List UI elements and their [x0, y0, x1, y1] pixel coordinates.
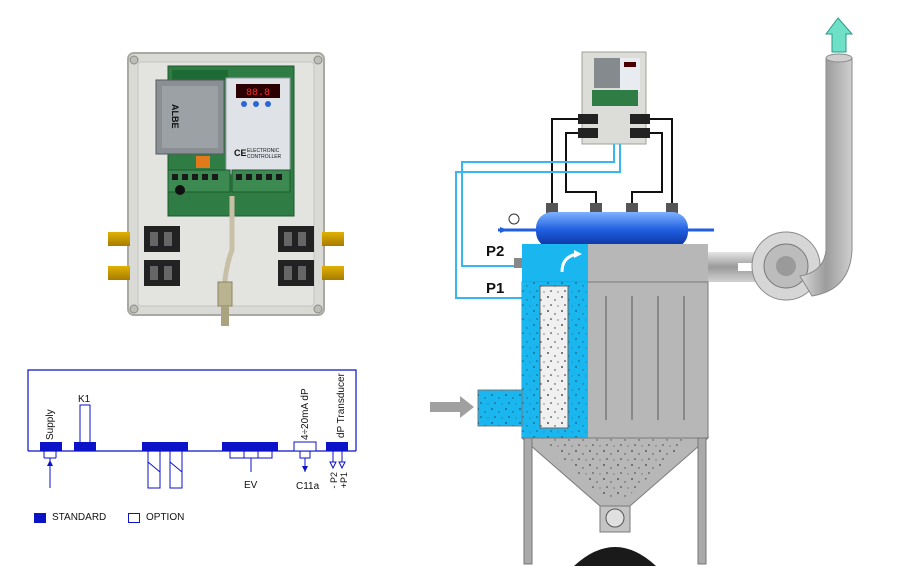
cable-gland-left-top — [108, 226, 180, 252]
cable-gland-right-top — [278, 226, 344, 252]
supply-label: Supply — [45, 409, 56, 440]
analog-label: 4÷20mA dP — [300, 388, 311, 440]
up-key-icon — [265, 101, 271, 107]
rotary-valve-icon — [605, 508, 625, 528]
p1-label: P1 — [486, 280, 504, 297]
transducer-label: dP Transducer — [336, 372, 347, 438]
air-manifold — [536, 212, 688, 248]
down-key-icon — [241, 101, 247, 107]
standard-label: STANDARD — [52, 512, 107, 523]
legend-standard: STANDARD — [34, 512, 106, 523]
legend-option: OPTION — [128, 512, 184, 523]
p2-minus-label: - P2 — [329, 472, 339, 489]
standard-swatch — [34, 512, 46, 523]
module-line2: CONTROLLER — [247, 154, 282, 160]
p1-plus-label: +P1 — [339, 472, 349, 488]
supply-terminal — [40, 442, 62, 451]
transformer-brand: ALBE — [170, 104, 180, 129]
fan-icon — [776, 256, 796, 276]
transducer-terminal — [326, 442, 348, 451]
led-display — [236, 84, 280, 98]
analog-option-terminal — [293, 441, 317, 452]
option-swatch — [128, 512, 140, 523]
set-key-icon — [253, 101, 259, 107]
dust-collector-diagram: P2 P1 — [430, 17, 854, 566]
ev-label: EV — [244, 480, 258, 491]
ev-terminal — [222, 442, 278, 451]
display-digits: 88.8 — [246, 88, 270, 99]
option-label: OPTION — [146, 512, 185, 523]
wiring-schematic: Supply K1 EV 4÷20mA dP C11a dP Transduce… — [27, 369, 357, 492]
supply-arrow-icon — [47, 460, 53, 466]
cable-gland-left-bottom — [108, 260, 180, 286]
inlet-flow-arrow — [430, 396, 474, 418]
c11a-label: C11a — [296, 481, 320, 492]
relay — [196, 156, 210, 168]
ce-mark: CE — [234, 148, 247, 158]
k1-label: K1 — [78, 394, 91, 405]
cable-gland-right-bottom — [278, 260, 344, 286]
k1-terminal — [74, 442, 96, 451]
relay-terminal — [142, 442, 188, 451]
controller-box-photo: ALBE 88.8 CE ELECTRONIC CONTROLLER — [108, 52, 344, 326]
p2-label: P2 — [486, 243, 504, 260]
c11a-arrow-icon — [302, 466, 308, 472]
dust-pile — [574, 547, 656, 566]
module-line1: ELECTRONIC — [247, 148, 280, 154]
pressure-gauge-icon — [508, 213, 520, 225]
solenoid-valves — [546, 203, 678, 213]
exhaust-arrow-icon — [825, 17, 854, 53]
